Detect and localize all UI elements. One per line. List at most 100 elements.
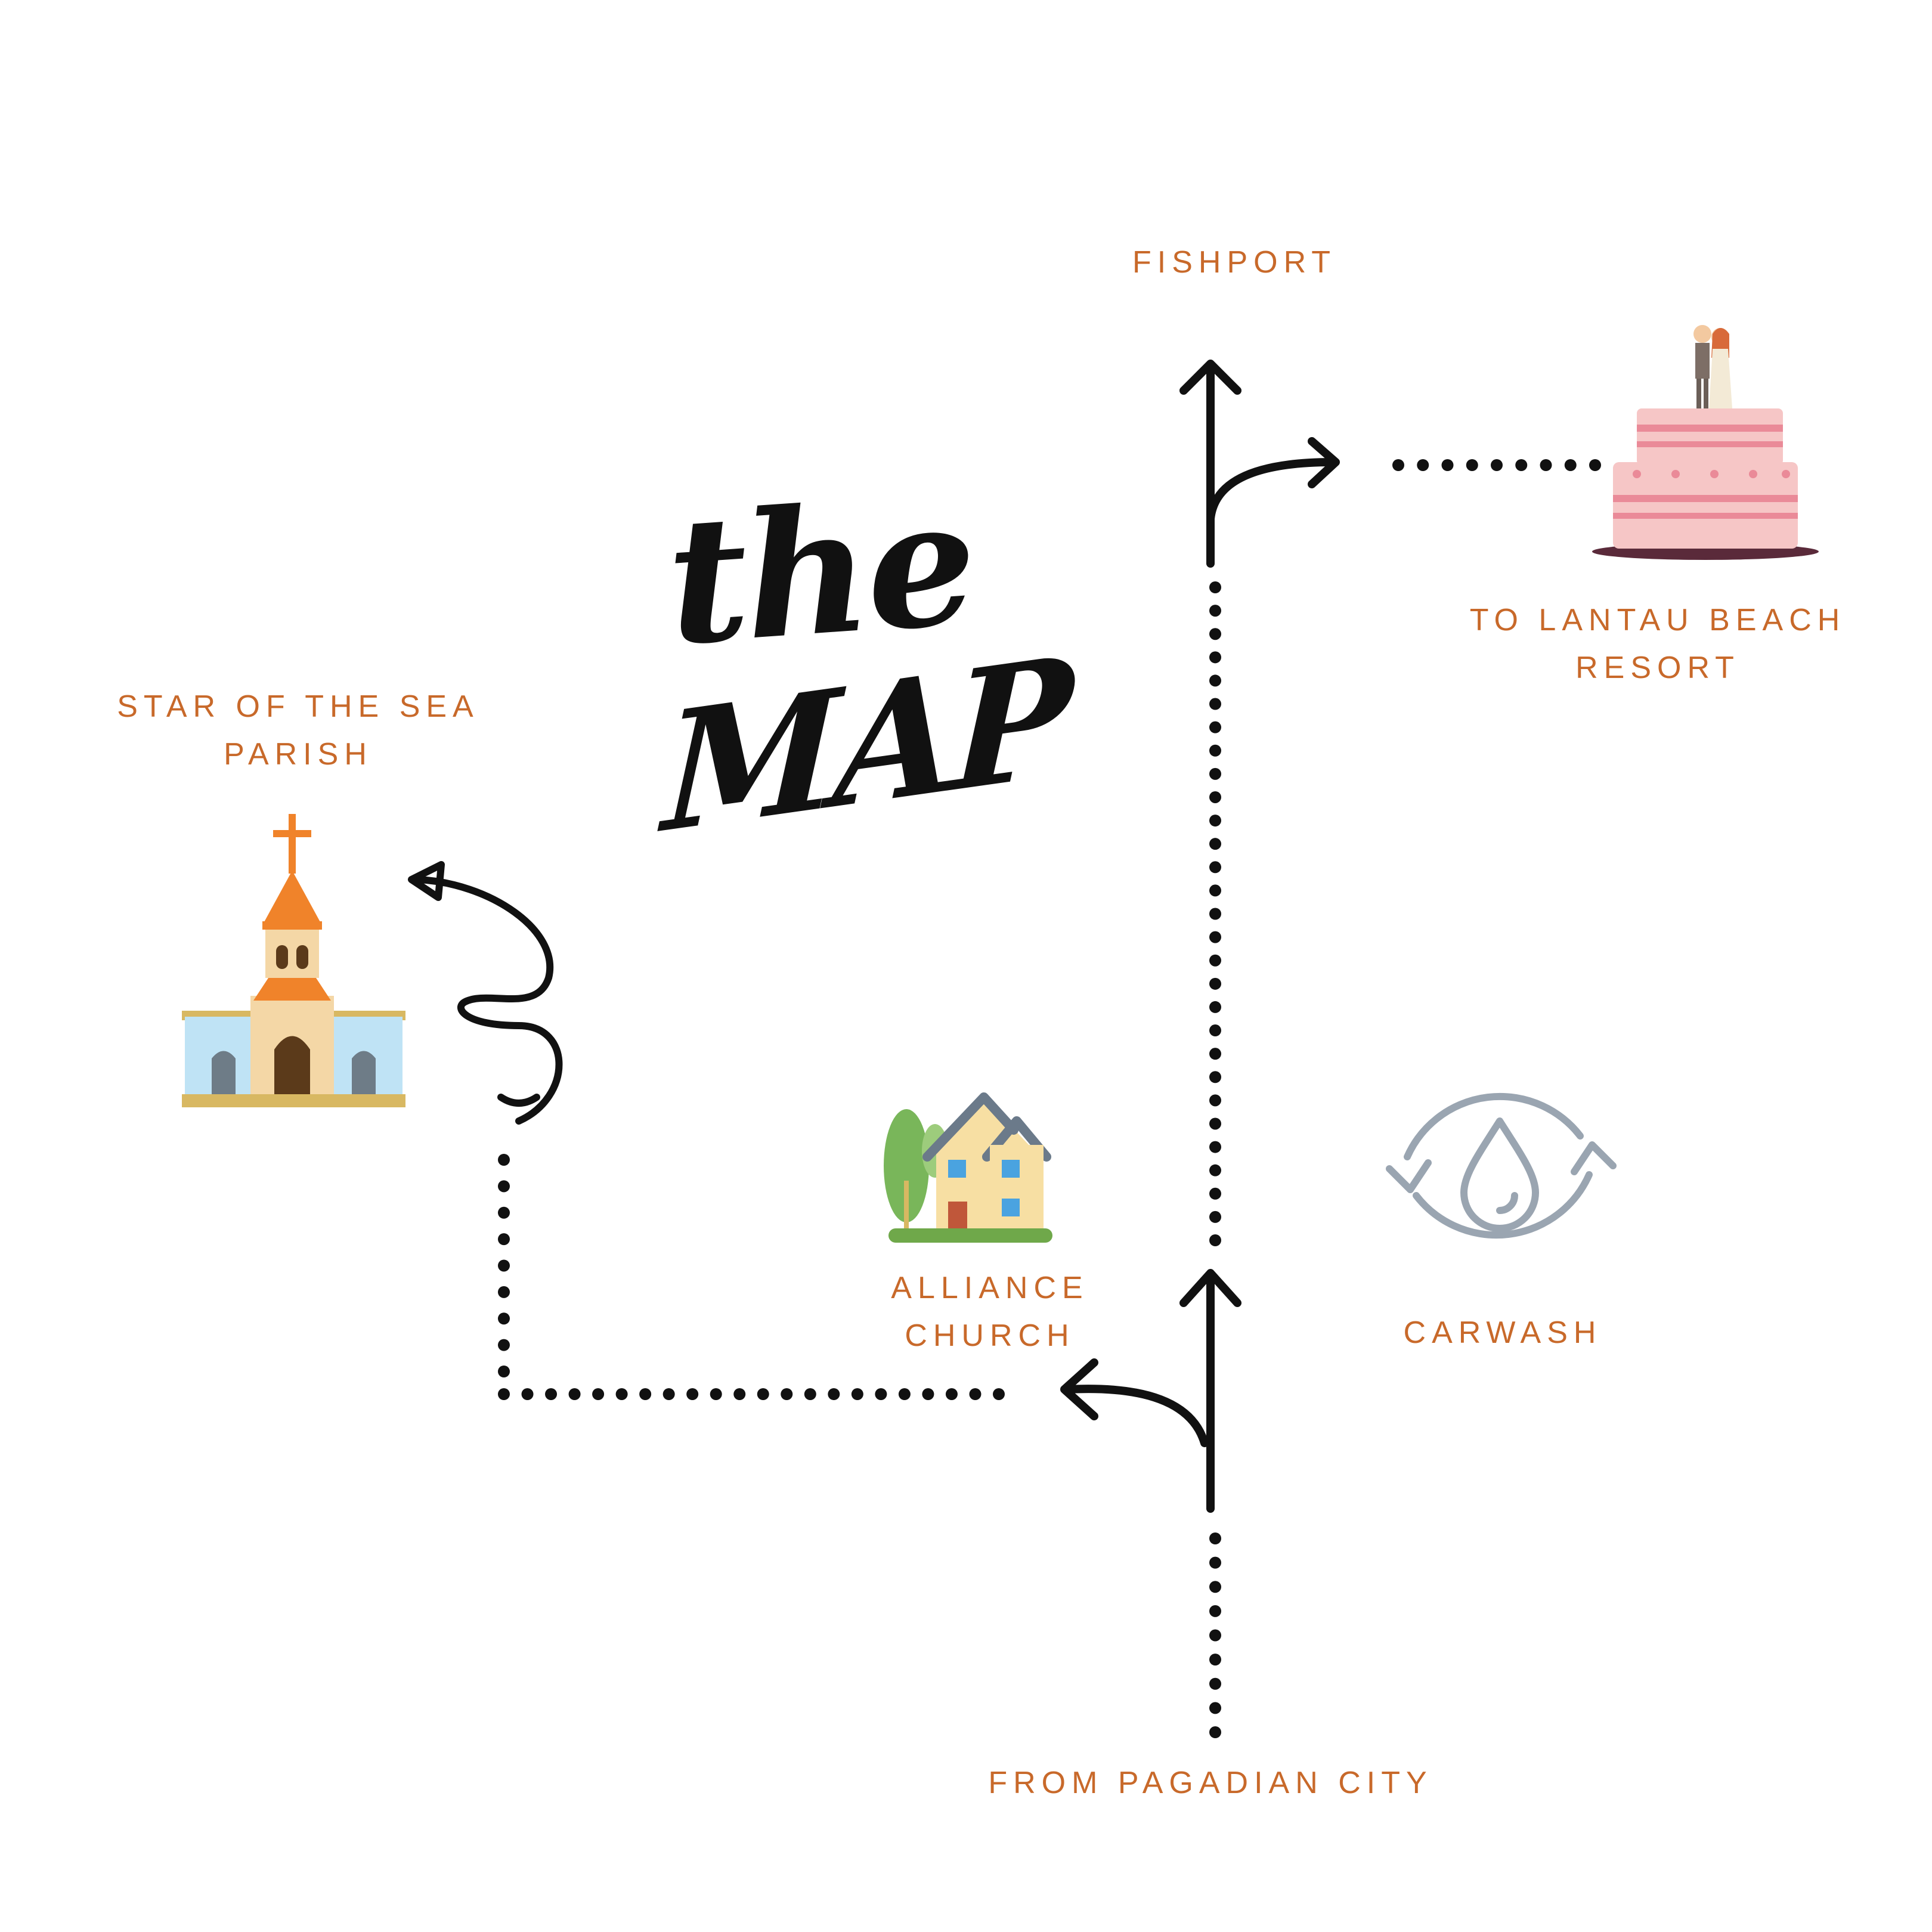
road-dot: [945, 1388, 958, 1400]
road-dot: [545, 1388, 558, 1400]
curly-route-parish: [408, 861, 563, 1125]
arrow-resort-head: [1308, 437, 1340, 488]
road-dot: [1209, 1001, 1221, 1013]
wedding-cake-icon: [1592, 325, 1819, 560]
label-alliance: ALLIANCE CHURCH: [847, 1264, 1133, 1360]
road-dot: [1209, 908, 1221, 920]
road-dot: [498, 1366, 510, 1377]
road-dot: [498, 1180, 510, 1193]
label-carwash: CARWASH: [1371, 1309, 1634, 1357]
road-dot: [498, 1339, 510, 1351]
road-dot: [1209, 1164, 1221, 1176]
road-dot: [1209, 651, 1221, 664]
road-dot: [1209, 1677, 1221, 1690]
road-dot: [1209, 1210, 1221, 1223]
dotted-road-middle: [1209, 581, 1221, 1246]
road-dot: [1209, 605, 1221, 617]
turn-to-alliance: [1063, 1385, 1209, 1447]
road-dot: [1417, 459, 1429, 471]
road-dot: [1209, 1556, 1221, 1569]
road-dot: [710, 1388, 722, 1400]
arrow-alliance-head: [1060, 1358, 1098, 1420]
road-dot: [1209, 931, 1221, 943]
road-dot: [1209, 1187, 1221, 1200]
label-origin-text: FROM PAGADIAN CITY: [988, 1766, 1433, 1800]
road-dot: [615, 1388, 628, 1400]
road-dot: [1491, 459, 1503, 471]
house-icon: [884, 1092, 1052, 1243]
arrow-north-head: [1179, 1269, 1241, 1307]
road-dot: [875, 1388, 887, 1400]
road-dot: [686, 1388, 699, 1400]
road-dot: [1209, 977, 1221, 990]
road-dot: [1209, 1141, 1221, 1153]
road-dot: [662, 1388, 675, 1400]
road-dot: [639, 1388, 652, 1400]
label-parish-line1: STAR OF THE SEA: [117, 689, 479, 724]
road-dot: [498, 1388, 510, 1400]
church-icon: [182, 814, 405, 1107]
road-dot: [1209, 1024, 1221, 1037]
road-dot: [733, 1388, 746, 1400]
label-parish-line2: PARISH: [224, 737, 373, 772]
dotted-road-south: [1209, 1532, 1221, 1738]
road-dot: [498, 1259, 510, 1272]
road-dot: [898, 1388, 911, 1400]
road-dot: [498, 1312, 510, 1325]
label-carwash-text: CARWASH: [1403, 1315, 1602, 1350]
road-dot: [1209, 791, 1221, 803]
road-dot: [922, 1388, 934, 1400]
label-resort-line2: RESORT: [1575, 651, 1740, 685]
label-alliance-line2: CHURCH: [905, 1318, 1075, 1353]
road-dot: [1209, 744, 1221, 757]
route-south: [1060, 1269, 1241, 1513]
road-dot: [1209, 838, 1221, 850]
road-dot: [498, 1286, 510, 1298]
road-dot: [498, 1206, 510, 1219]
road-dot: [1209, 767, 1221, 780]
road-dot: [1209, 1629, 1221, 1642]
road-dot: [1209, 1234, 1221, 1246]
road-dot: [1209, 1532, 1221, 1544]
dotted-road-west: [498, 1388, 1005, 1400]
label-fishport: FISHPORT: [1121, 239, 1348, 286]
road-dot: [1209, 1654, 1221, 1666]
road-dot: [1209, 1702, 1221, 1714]
turn-to-resort: [1206, 458, 1337, 523]
road-dot: [521, 1388, 534, 1400]
route-north: [1179, 360, 1340, 568]
road-dot: [1209, 1048, 1221, 1060]
road-dot: [592, 1388, 605, 1400]
dotted-road-resort: [1392, 459, 1601, 471]
road-dot: [1209, 861, 1221, 874]
road-dot: [781, 1388, 793, 1400]
road-dot: [1209, 954, 1221, 967]
road-dot: [1209, 721, 1221, 733]
road-dot: [568, 1388, 581, 1400]
road-dot: [1209, 1071, 1221, 1083]
label-resort: TO LANTAU BEACH RESORT: [1443, 596, 1872, 692]
label-alliance-line1: ALLIANCE: [891, 1271, 1089, 1305]
dotted-road-parish: [498, 1154, 510, 1377]
road-dot: [1209, 628, 1221, 640]
arrow-fishport-head: [1179, 360, 1241, 395]
road-dot: [1540, 459, 1552, 471]
road-dot: [1466, 459, 1478, 471]
road-dot: [498, 1233, 510, 1246]
road-dot: [1589, 459, 1601, 471]
road-dot: [1441, 459, 1454, 471]
road-dot: [851, 1388, 863, 1400]
road-dot: [1209, 698, 1221, 710]
road-dot: [1209, 1094, 1221, 1107]
road-dot: [1515, 459, 1528, 471]
road-dot: [1209, 1605, 1221, 1617]
road-dot: [1209, 884, 1221, 897]
road-dot: [1209, 1117, 1221, 1130]
road-dot: [1209, 674, 1221, 687]
road-dot: [498, 1154, 510, 1166]
road-dot: [1209, 815, 1221, 827]
road-dot: [1564, 459, 1577, 471]
label-parish: STAR OF THE SEA PARISH: [95, 683, 501, 778]
label-fishport-text: FISHPORT: [1132, 245, 1336, 280]
